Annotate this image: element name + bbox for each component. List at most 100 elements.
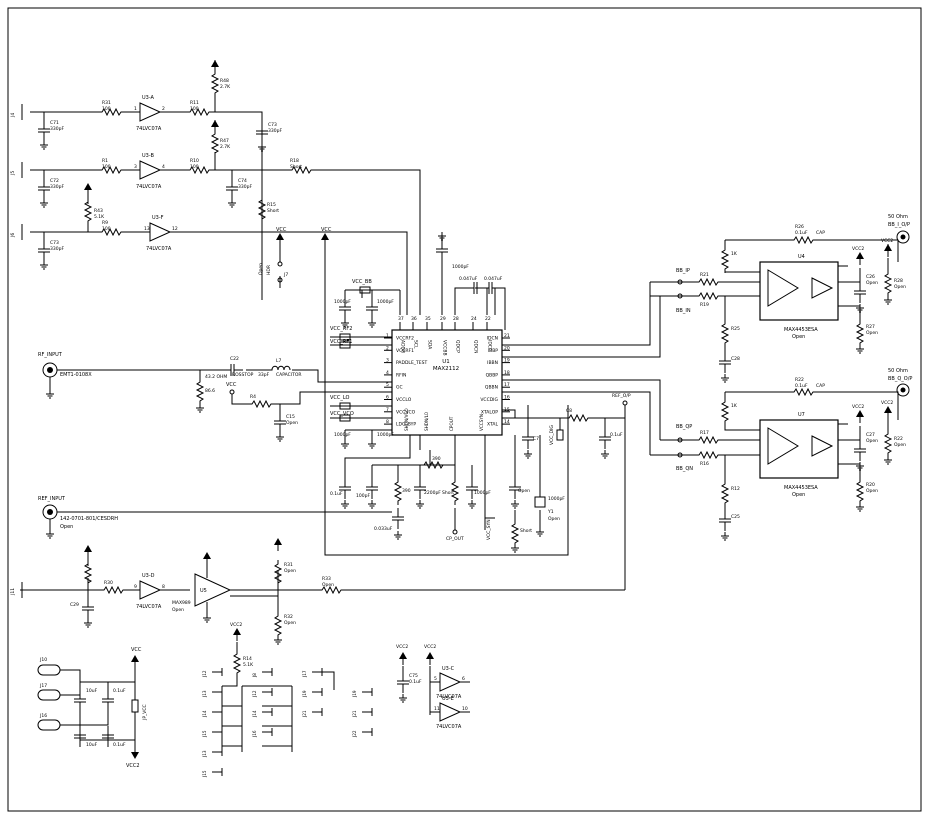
resistor-ref: R18 bbox=[290, 158, 299, 164]
r22b-label: R22 bbox=[894, 436, 903, 442]
u1-pin-name: SCL bbox=[413, 340, 419, 349]
u7-part: MAX4453ESA bbox=[784, 485, 818, 491]
capacitor-val: 330pF bbox=[50, 246, 64, 252]
u1-pin-num: 18 bbox=[504, 370, 510, 376]
r22b-val: Open bbox=[894, 442, 906, 448]
r6-label: 43.2 OHM bbox=[205, 374, 227, 380]
c7-label: C7 bbox=[533, 436, 539, 442]
capacitor-val: 330pF bbox=[268, 128, 282, 134]
resistor-val: Short bbox=[290, 164, 302, 170]
c22-val: 33pF bbox=[258, 372, 270, 378]
ref-out-label: REF_O/P bbox=[612, 393, 631, 399]
c75-vcc2: VCC2 bbox=[396, 644, 408, 650]
bb-i-cap: CAP bbox=[816, 230, 825, 236]
buffer-out-pin: 12 bbox=[172, 226, 178, 232]
c9-label: 1000pF bbox=[452, 264, 469, 270]
buffer-out-pin: 2 bbox=[162, 106, 165, 112]
c25-label: C25 bbox=[731, 514, 740, 520]
bb-q-out-ohm: 50 Ohm bbox=[888, 368, 908, 374]
u1-pin-num: 16 bbox=[504, 395, 510, 401]
bottom-components: 0.1uF 100pF 390 2200pF 0.033uF 390 Short… bbox=[330, 435, 565, 553]
u1-pin-num: 29 bbox=[440, 316, 446, 322]
capacitor-ref: C72 bbox=[50, 178, 59, 184]
buffer-out-pin: 8 bbox=[162, 584, 165, 590]
r4-label: R4 bbox=[250, 394, 256, 400]
svg-text:390: 390 bbox=[432, 456, 441, 462]
buffer-part: 74LVC07A bbox=[136, 604, 162, 610]
resistor-ref: R9 bbox=[102, 220, 108, 226]
header-label: J21 bbox=[352, 710, 357, 718]
header-label: J14 bbox=[252, 710, 257, 718]
ref-input-note: Open bbox=[60, 524, 73, 530]
resistor-val: 5.1K bbox=[94, 214, 105, 220]
u1-pin-name: XTALOP bbox=[481, 409, 498, 415]
svg-text:Open: Open bbox=[518, 488, 530, 494]
header-label: J14 bbox=[202, 710, 207, 718]
resistor-val: 100 bbox=[190, 164, 199, 170]
resistor-ref: R15 bbox=[267, 202, 276, 208]
header-label: J12 bbox=[202, 670, 207, 678]
hdr-val: HDR bbox=[266, 265, 272, 275]
u1-pin-name: VCCBB bbox=[442, 340, 448, 356]
buffer-part: 74LVC07A bbox=[146, 246, 172, 252]
u1-pin-num: 6 bbox=[386, 395, 389, 401]
bb-i-out-ohm: 50 Ohm bbox=[888, 214, 908, 220]
j11-label: J11 bbox=[10, 588, 16, 596]
vcc-rf2-label: VCC_RF2 bbox=[330, 326, 352, 332]
jack-addr-label: J6 bbox=[10, 233, 16, 238]
u1-pin-name: CPOUT bbox=[449, 416, 454, 431]
svg-text:Short: Short bbox=[520, 528, 532, 534]
c19-label: 10uF bbox=[86, 742, 98, 748]
u1-pin-num: 37 bbox=[398, 316, 404, 322]
bb-ip-label: BB_IP bbox=[676, 268, 690, 274]
buffer-chain-top: J4 J5 J6 bbox=[10, 59, 421, 315]
c75-label: C75 bbox=[409, 673, 418, 679]
u1-pin-num: 28 bbox=[453, 316, 459, 322]
u7-vcc2b: VCC2 bbox=[881, 400, 893, 406]
header-label: J19 bbox=[302, 690, 307, 698]
ref-input-label: REF_INPUT bbox=[38, 496, 66, 502]
capacitor-val: 330pF bbox=[238, 184, 252, 190]
header-label: J17 bbox=[302, 670, 307, 678]
u1-pin-num: 17 bbox=[504, 382, 510, 388]
u1-pin-name: PADDLE_TEST bbox=[396, 360, 427, 366]
u7-ref: U7 bbox=[798, 412, 805, 418]
capacitor-ref: C71 bbox=[50, 120, 59, 126]
buffer-out-pin: 6 bbox=[462, 676, 465, 682]
bb-in-label: BB_IN bbox=[676, 308, 691, 314]
c29-label: C29 bbox=[70, 602, 79, 608]
u1-pin-name: QBBN bbox=[485, 385, 498, 391]
pwr-vcc-label: VCC bbox=[131, 647, 142, 653]
u1-pin-num: 7 bbox=[386, 407, 389, 413]
power-section: VCC VCC2 J10 J17 J16 10uF 0.1uF 10uF 0.1… bbox=[37, 647, 148, 769]
j16-label: J16 bbox=[39, 713, 47, 719]
c27-val: Open bbox=[866, 438, 878, 444]
u4-part: MAX4453ESA bbox=[784, 327, 818, 333]
header-label: J19 bbox=[352, 690, 357, 698]
capacitor-ref: C73 bbox=[268, 122, 277, 128]
c6-label: 1000pF bbox=[334, 299, 351, 305]
buffer-ref: U3-B bbox=[142, 153, 154, 159]
resistor-ref: R31 bbox=[102, 100, 111, 106]
r17-label: R17 bbox=[700, 430, 709, 436]
pwr-vcc2-label: VCC2 bbox=[126, 763, 140, 769]
u1-pin-num: 36 bbox=[411, 316, 417, 322]
hdr-ref: J7 bbox=[283, 272, 288, 278]
bb-q-cap: CAP bbox=[816, 383, 825, 389]
u5-ref: U5 bbox=[200, 588, 207, 594]
buffer-ref: U3-D bbox=[142, 573, 155, 579]
gc-vcc-label: VCC bbox=[226, 382, 237, 388]
r13-label: 1K bbox=[731, 403, 738, 409]
sheet-border bbox=[7, 7, 922, 812]
c22-label: C22 bbox=[230, 356, 239, 362]
c17-label: 10uF bbox=[86, 688, 98, 694]
c11-label: 0.047uF bbox=[484, 276, 503, 282]
u1-pin-name: GC bbox=[396, 385, 403, 391]
rf-input-label: RF_INPUT bbox=[38, 352, 63, 358]
u1-pin-name: IDCP bbox=[487, 340, 493, 351]
c26-label: C26 bbox=[866, 274, 875, 280]
r16-label: R16 bbox=[700, 461, 709, 467]
